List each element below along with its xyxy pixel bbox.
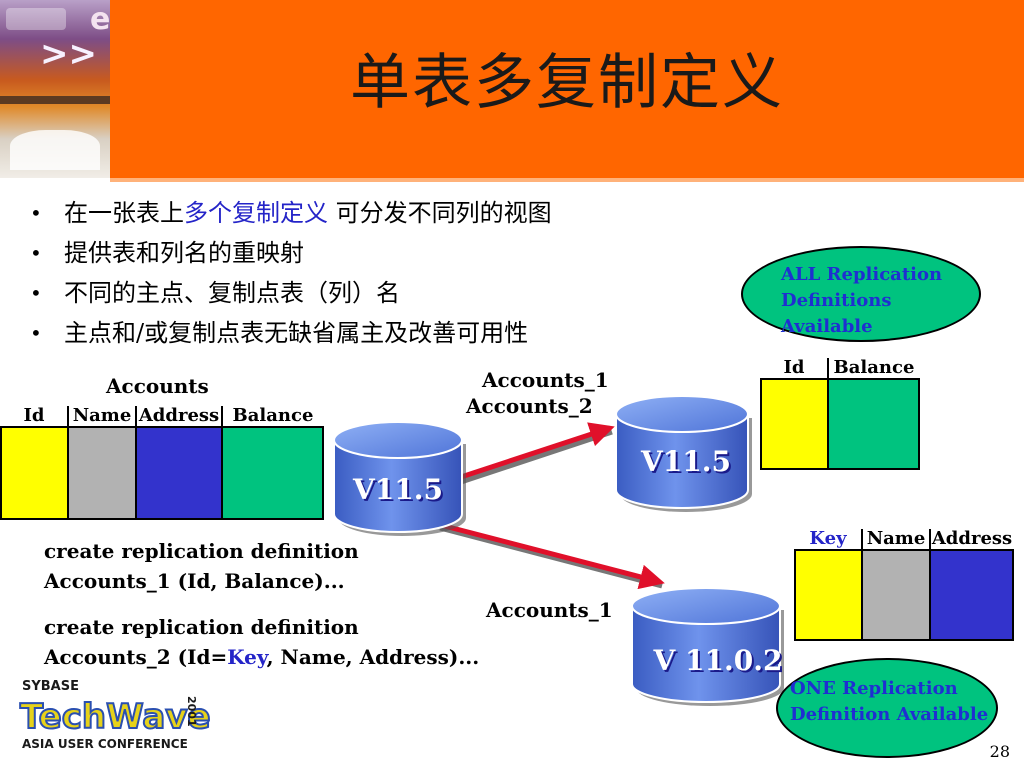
ellipse-all-replication: ALL Replication Definitions Available xyxy=(741,246,981,342)
col-header-id: Id xyxy=(1,406,69,427)
col-name-cell xyxy=(861,549,931,641)
arrow-to-top-replicate xyxy=(457,422,615,485)
bullet-text: 提供表和列名的重映射 xyxy=(64,239,304,267)
col-header-key: Key xyxy=(795,529,863,550)
logo-product: TechWave xyxy=(20,697,211,737)
logo-year: 2001 xyxy=(185,696,198,727)
photo-arrows: >> xyxy=(40,34,97,74)
bullet-dot-icon: • xyxy=(30,281,42,305)
col-header-address: Address xyxy=(931,528,1013,549)
bullet-dot-icon: • xyxy=(30,241,42,265)
replicate-server-cylinder-bottom xyxy=(631,587,784,706)
primary-server-label-shadow: V11.5 xyxy=(354,475,445,508)
replicate-bottom-label-shadow: V 11.0.2 xyxy=(655,646,785,679)
col-address-cell xyxy=(135,426,223,520)
techwave-logo: SYBASE TechWave 2001 ASIA USER CONFERENC… xyxy=(19,679,212,751)
primary-server-label: V11.5 xyxy=(352,473,443,506)
photo-car xyxy=(10,130,100,170)
col-header-balance: Balance xyxy=(833,357,915,378)
code-line: create replication definition xyxy=(44,539,359,563)
replicate-top-label-shadow: V11.5 xyxy=(642,447,733,480)
col-balance-cell xyxy=(221,426,324,520)
logo-subtitle: ASIA USER CONFERENCE xyxy=(22,737,188,751)
bullet-text-after: 可分发不同列的视图 xyxy=(328,199,552,227)
col-header-balance: Balance xyxy=(232,405,314,426)
code-line: create replication definition xyxy=(44,615,359,639)
code-key: Key xyxy=(227,645,267,669)
ellipse-bottom-line1: ONE Replication xyxy=(790,678,958,699)
bullet-text: 主点和/或复制点表无缺省属主及改善可用性 xyxy=(64,319,529,347)
col-id-cell xyxy=(0,426,69,520)
photo-horizon xyxy=(0,96,110,104)
bullet-item: • 提供表和列名的重映射 xyxy=(26,233,552,273)
photo-letter-e: e xyxy=(90,2,111,37)
ellipse-bottom-line2: Definition Available xyxy=(790,704,989,725)
bullet-dot-icon: • xyxy=(30,201,42,225)
code-line: Accounts_2 (Id=Key, Name, Address)... xyxy=(44,642,479,672)
col-address-cell xyxy=(929,549,1014,641)
label-accounts-1-top: Accounts_1 xyxy=(482,368,609,392)
bullet-highlight: 多个复制定义 xyxy=(184,199,328,227)
col-name-cell xyxy=(67,426,137,520)
code-text: Accounts_2 (Id= xyxy=(44,645,228,669)
bullet-text: 不同的主点、复制点表（列）名 xyxy=(64,279,400,307)
title-banner xyxy=(110,0,1024,178)
photo-highlight xyxy=(6,8,66,30)
page-number: 28 xyxy=(989,742,1010,761)
bullet-item: • 不同的主点、复制点表（列）名 xyxy=(26,273,552,313)
bullet-text: 在一张表上 xyxy=(64,199,184,227)
source-table: Id Name Address Balance xyxy=(0,406,324,520)
source-table-name: Accounts xyxy=(106,374,209,398)
replicate-bottom-label: V 11.0.2 xyxy=(653,644,783,677)
code-text: , Name, Address)... xyxy=(266,645,480,669)
replicate-server-cylinder-top xyxy=(615,395,752,512)
label-accounts-1-bottom: Accounts_1 xyxy=(486,598,613,622)
col-header-name: Name xyxy=(68,406,137,427)
bullet-item: • 在一张表上多个复制定义 可分发不同列的视图 xyxy=(26,193,552,233)
ellipse-top-line2: Definitions Available xyxy=(781,290,892,337)
col-header-id: Id xyxy=(761,358,829,379)
bullet-item: • 主点和/或复制点表无缺省属主及改善可用性 xyxy=(26,313,552,353)
label-accounts-2-top: Accounts_2 xyxy=(466,394,593,418)
replicate-table-top: Id Balance xyxy=(760,358,920,470)
code-line: Accounts_1 (Id, Balance)... xyxy=(44,569,345,593)
col-id-cell xyxy=(760,378,829,470)
logo-brand: SYBASE xyxy=(22,679,79,694)
code-block-2: create replication definition Accounts_2… xyxy=(44,612,479,672)
col-header-address: Address xyxy=(136,406,223,427)
banner-photo: e >> xyxy=(0,0,110,178)
ellipse-one-replication: ONE Replication Definition Available xyxy=(776,658,998,758)
bullet-dot-icon: • xyxy=(30,321,42,345)
arrow-to-bottom-replicate xyxy=(436,521,665,590)
col-balance-cell xyxy=(827,378,920,470)
slide-title: 单表多复制定义 xyxy=(350,48,784,118)
bullet-list: • 在一张表上多个复制定义 可分发不同列的视图 • 提供表和列名的重映射 • 不同的主… xyxy=(26,193,552,353)
col-key-cell xyxy=(794,549,863,641)
primary-server-cylinder xyxy=(333,421,466,536)
banner-stripe xyxy=(110,178,1024,182)
code-block-1: create replication definition Accounts_1… xyxy=(44,536,359,596)
col-header-name: Name xyxy=(862,529,931,550)
ellipse-top-line1: ALL Replication xyxy=(781,264,943,285)
replicate-top-label: V11.5 xyxy=(640,445,731,478)
replicate-table-bottom: Key Name Address xyxy=(794,529,1014,641)
